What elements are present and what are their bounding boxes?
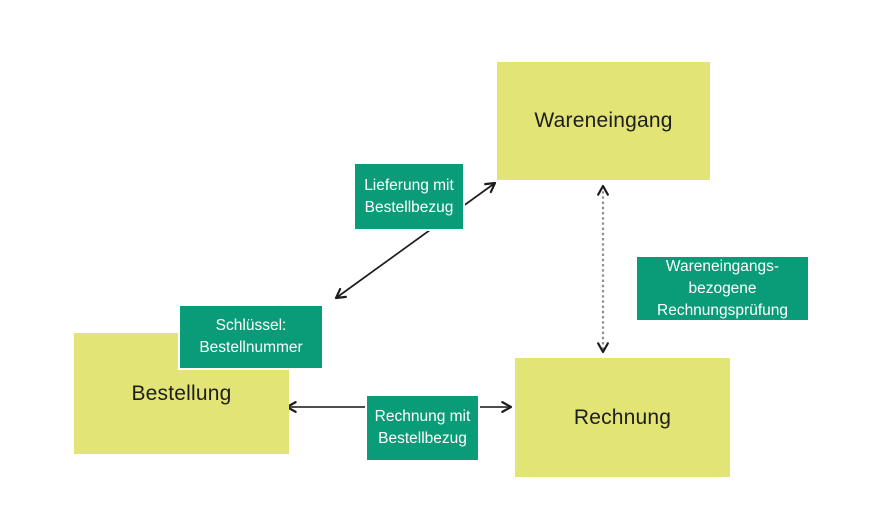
node-rechnung-label: Rechnung — [573, 405, 672, 429]
edge-label-rechnung-mit-bestellbezug: Rechnung mit Bestellbezug — [365, 394, 480, 462]
node-wareneingang: Wareneingang — [497, 62, 710, 180]
arrow-bestellung-wareneingang — [334, 181, 497, 300]
edge-label-lieferung-mit-bestellbezug: Lieferung mit Bestellbezug — [353, 162, 465, 231]
edge-label-schluessel-bestellnummer: Schlüssel: Bestellnummer — [178, 304, 324, 370]
edge-label-wareneingangsbezogene-rechnungspruefung: Wareneingangs- bezogene Rechnungsprüfung — [635, 255, 810, 322]
node-bestellung-label: Bestellung — [131, 381, 232, 405]
node-wareneingang-label: Wareneingang — [534, 109, 673, 132]
node-rechnung: Rechnung — [515, 358, 730, 477]
